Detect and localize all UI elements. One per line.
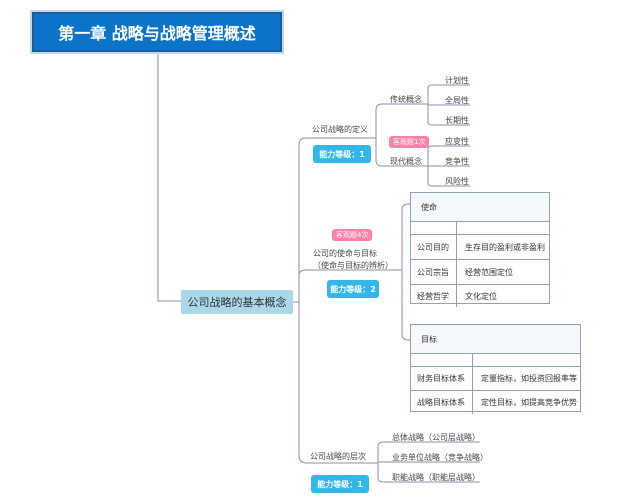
table-row: 公司目的 生存目的盈利或非盈利 [411,235,549,260]
table-row: 战略目标体系 定性目标，如提高竞争优势 [411,391,580,414]
leaf-adaptability[interactable]: 应变性 [445,137,469,146]
table-row [411,354,580,367]
ability-level-badge: 能力等级：2 [327,280,379,298]
leaf-business-unit-strategy[interactable]: 业务单位战略（竞争战略） [392,453,488,462]
branch-strategy-levels[interactable]: 公司战略的层次 [310,452,366,461]
row-desc: 文化定位 [465,291,497,301]
branch-strategy-definition[interactable]: 公司战略的定义 [312,125,368,134]
table-row: 经营哲学 文化定位 [411,285,549,307]
branch-mission-goals[interactable]: 公司的使命与目标 [313,249,377,258]
leaf-planning[interactable]: 计划性 [445,76,469,85]
row-name: 公司宗旨 [411,260,457,284]
row-desc: 定量指标，如投资回报率等 [481,374,577,383]
ability-level-badge: 能力等级：1 [311,475,369,493]
row-name: 财务目标体系 [411,367,473,390]
row-name: 公司目的 [411,235,457,259]
row-desc: 生存目的盈利或非盈利 [465,242,545,252]
goals-table: 目标 财务目标体系 定量指标，如投资回报率等 战略目标体系 定性目标，如提高竞争… [410,324,581,414]
traditional-concept-node[interactable]: 传统概念 [390,95,422,104]
leaf-corporate-strategy[interactable]: 总体战略（公司层战略） [392,433,480,442]
leaf-competitiveness[interactable]: 竞争性 [445,157,469,166]
row-desc: 定性目标，如提高竞争优势 [481,398,577,407]
goals-table-header: 目标 [411,325,580,354]
row-desc: 经营范围定位 [465,267,513,277]
table-row [411,222,549,235]
branch-mission-goals-subtitle: （使命与目标的辨析） [313,261,393,270]
mission-table: 使命 公司目的 生存目的盈利或非盈利 公司宗旨 经营范围定位 经营哲学 文化定位 [410,192,550,307]
table-row: 公司宗旨 经营范围定位 [411,260,549,285]
leaf-long-term[interactable]: 长期性 [445,116,469,125]
leaf-functional-strategy[interactable]: 职能战略（职能层战略） [392,473,480,482]
chapter-title[interactable]: 第一章 战略与战略管理概述 [32,12,282,52]
mission-table-header: 使命 [411,193,549,222]
leaf-risk[interactable]: 风险性 [445,177,469,186]
table-row: 财务目标体系 定量指标，如投资回报率等 [411,367,580,391]
modern-concept-node[interactable]: 现代概念 [390,157,422,166]
row-name: 战略目标体系 [411,391,473,414]
exam-count-badge: 客观题4次 [332,229,373,241]
central-topic[interactable]: 公司战略的基本概念 [181,290,293,314]
row-name: 经营哲学 [411,285,457,307]
leaf-overall[interactable]: 全局性 [445,96,469,105]
exam-count-badge: 客观题1次 [389,136,430,148]
ability-level-badge: 能力等级：1 [313,145,371,163]
